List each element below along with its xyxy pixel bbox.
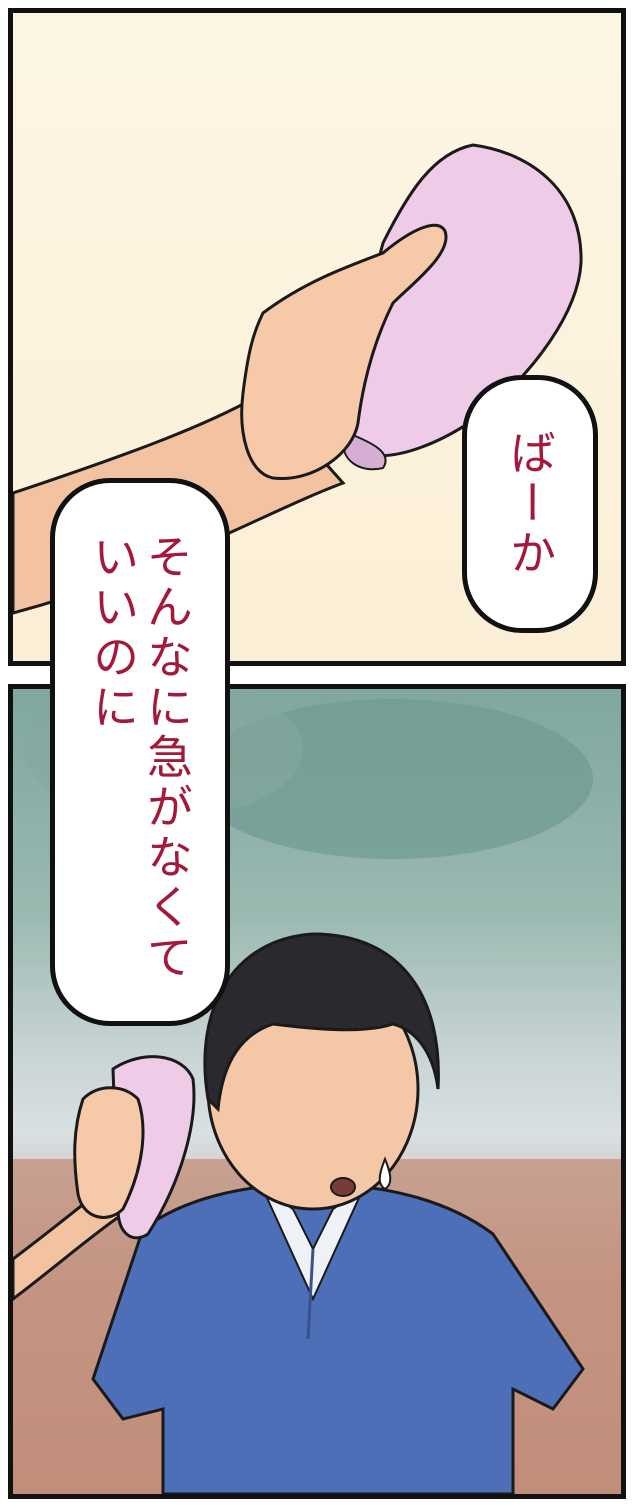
boy-illustration xyxy=(13,689,621,1494)
hand-small xyxy=(73,1086,145,1219)
speech-bubble-1: ばーか xyxy=(462,375,598,633)
dialogue-text-1: ばーか xyxy=(503,429,557,579)
collar xyxy=(260,1186,366,1302)
mouth xyxy=(330,1177,356,1197)
speech-bubble-2: そんなに急がなくて いいのに xyxy=(50,478,230,1026)
dialogue-text-2: そんなに急がなくて いいのに xyxy=(86,533,194,983)
sweat-drop xyxy=(378,1156,392,1191)
hand xyxy=(240,223,448,481)
hair xyxy=(203,932,440,1113)
towel-fold xyxy=(341,431,387,471)
placket xyxy=(306,1248,315,1340)
